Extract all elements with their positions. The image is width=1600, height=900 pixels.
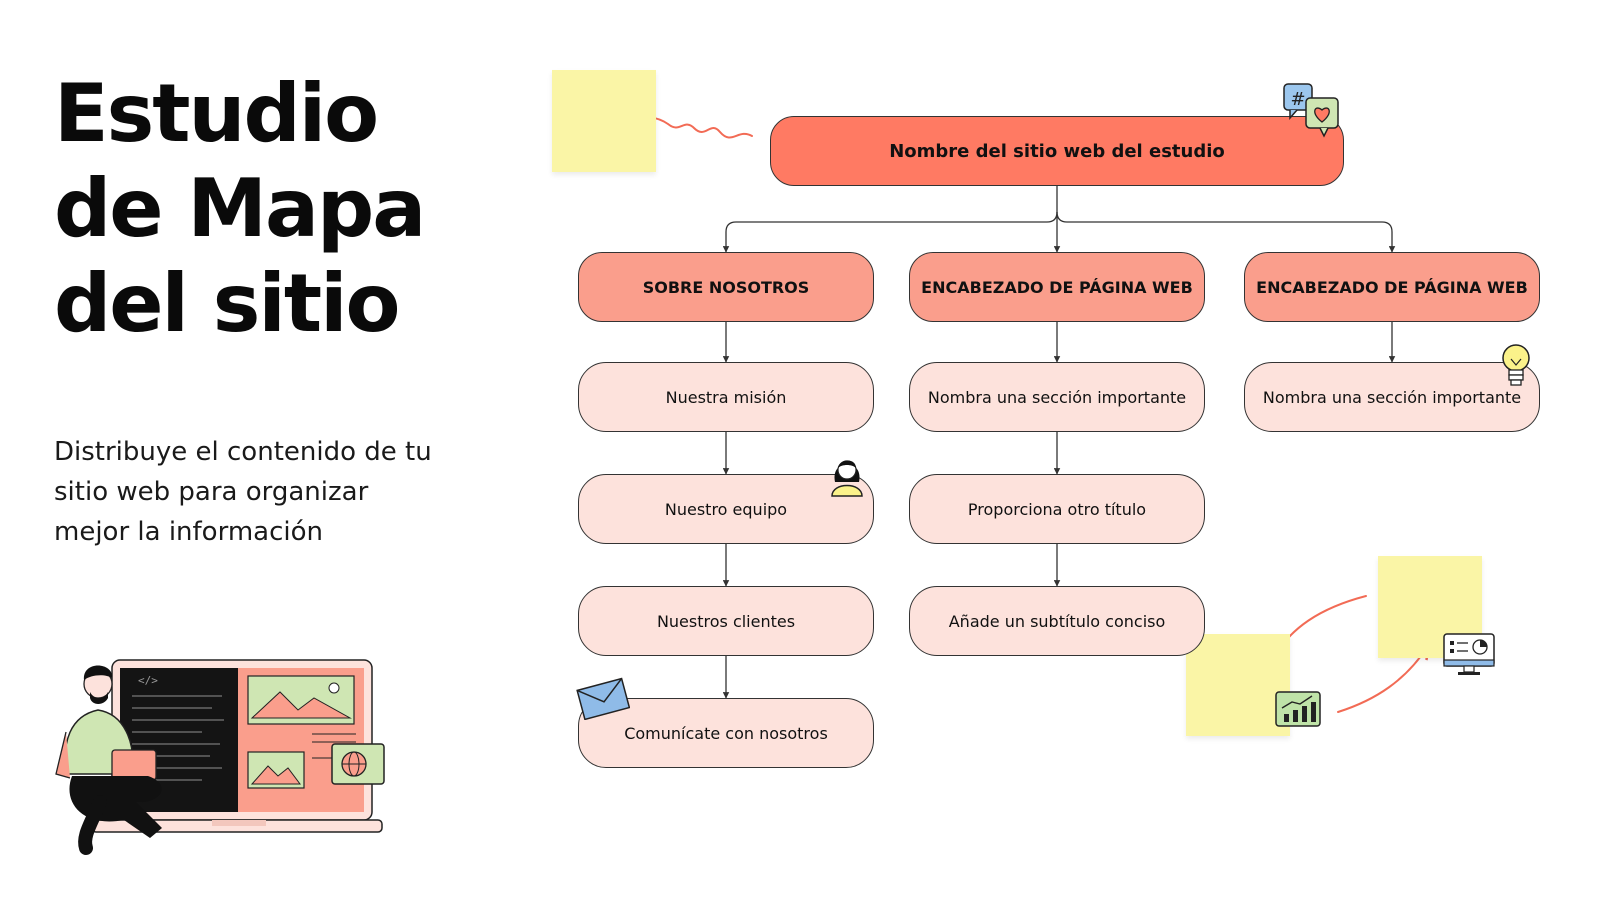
sitemap-page-node[interactable]: Nombra una sección importante	[1244, 362, 1540, 432]
envelope-icon	[576, 677, 630, 720]
dashboard-monitor-icon	[1443, 633, 1495, 675]
node-label: Nombra una sección importante	[927, 387, 1187, 407]
chat-hashtag-heart-icon: #	[1283, 83, 1339, 138]
node-label: Añade un subtítulo conciso	[948, 611, 1166, 631]
sticky-note[interactable]	[1186, 634, 1290, 736]
sitemap-header-node[interactable]: SOBRE NOSOTROS	[578, 252, 874, 322]
title-line: Estudio	[54, 67, 379, 160]
sitemap-page-node[interactable]: Comunícate con nosotros	[578, 698, 874, 768]
node-label: Nuestro equipo	[664, 499, 788, 519]
page-title: Estudio de Mapa del sitio	[54, 66, 474, 351]
sticky-note[interactable]	[552, 70, 656, 172]
node-label: ENCABEZADO DE PÁGINA WEB	[921, 277, 1193, 297]
developer-with-laptop-illustration: </>	[55, 659, 385, 855]
title-line: del sitio	[54, 257, 400, 350]
sitemap-header-node[interactable]: ENCABEZADO DE PÁGINA WEB	[1244, 252, 1540, 322]
sitemap-page-node[interactable]: Proporciona otro título	[909, 474, 1205, 544]
node-label: Nombre del sitio web del estudio	[889, 140, 1225, 162]
title-line: de Mapa	[54, 162, 426, 255]
svg-text:</>: </>	[138, 674, 158, 687]
person-avatar-icon	[831, 460, 863, 497]
sitemap-page-node[interactable]: Nombra una sección importante	[909, 362, 1205, 432]
growth-chart-icon	[1275, 691, 1321, 727]
sitemap-root-node[interactable]: Nombre del sitio web del estudio	[770, 116, 1344, 186]
node-label: SOBRE NOSOTROS	[642, 277, 810, 297]
squiggle-arrow	[640, 114, 753, 139]
sitemap-page-node[interactable]: Nuestra misión	[578, 362, 874, 432]
node-label: Proporciona otro título	[967, 499, 1147, 519]
sitemap-page-node[interactable]: Nuestro equipo	[578, 474, 874, 544]
node-label: Nombra una sección importante	[1262, 387, 1522, 407]
connector-root-right	[1056, 211, 1396, 253]
lightbulb-icon	[1502, 344, 1530, 386]
page-subtitle: Distribuye el contenido de tu sitio web …	[54, 437, 432, 547]
node-label: ENCABEZADO DE PÁGINA WEB	[1256, 277, 1528, 297]
sitemap-page-node[interactable]: Añade un subtítulo conciso	[909, 586, 1205, 656]
node-label: Nuestra misión	[665, 387, 787, 407]
svg-text:#: #	[1290, 89, 1305, 110]
sitemap-page-node[interactable]: Nuestros clientes	[578, 586, 874, 656]
connector-root-left	[722, 186, 1058, 253]
node-label: Comunícate con nosotros	[624, 723, 828, 743]
sitemap-header-node[interactable]: ENCABEZADO DE PÁGINA WEB	[909, 252, 1205, 322]
node-label: Nuestros clientes	[656, 611, 796, 631]
